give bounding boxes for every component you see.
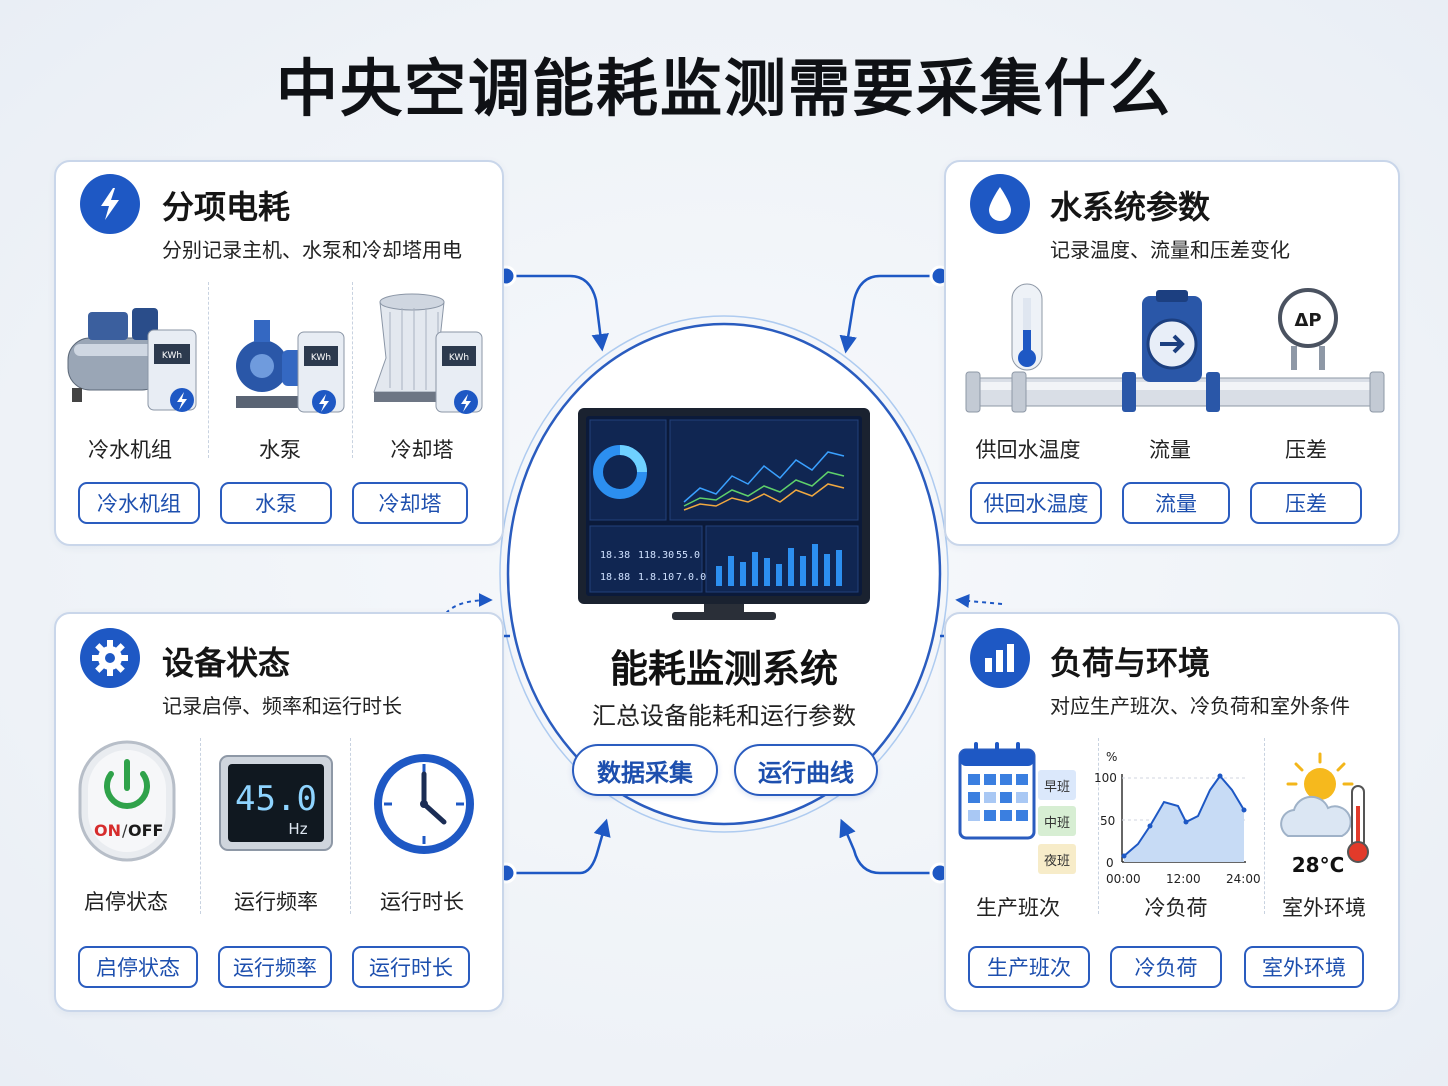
calendar-icon (958, 742, 1036, 840)
panel-title: 分项电耗 (162, 188, 291, 226)
item-label: 室外环境 (1282, 896, 1366, 920)
cooling-load-chart (1121, 773, 1247, 863)
tag-flow[interactable]: 流量 (1122, 482, 1230, 524)
cooling-tower-icon: KWh (373, 293, 483, 414)
chart-x-tick: 00:00 (1106, 872, 1141, 886)
tag-on-off-status[interactable]: 启停状态 (78, 946, 198, 988)
svg-text:/: / (122, 821, 128, 840)
item-label: 运行频率 (234, 890, 318, 914)
monitor-stat: 18.38 (600, 550, 630, 561)
panel-subtitle: 记录启停、频率和运行时长 (162, 694, 402, 718)
shift-middle: 中班 (1038, 806, 1076, 836)
shift-night: 夜班 (1038, 844, 1076, 874)
svg-text:KWh: KWh (311, 353, 331, 363)
page-title: 中央空调能耗监测需要采集什么 (275, 52, 1172, 125)
monitor-stat: 7.0.0 (676, 572, 706, 583)
monitor-stat: 55.0 (676, 550, 700, 561)
tag-supply-return-temp[interactable]: 供回水温度 (970, 482, 1102, 524)
weather-icon: 28°C (1280, 752, 1369, 877)
item-label: 水泵 (259, 438, 301, 462)
item-label: 冷水机组 (88, 438, 172, 462)
panel-subtitle: 记录温度、流量和压差变化 (1050, 238, 1290, 262)
item-label: 冷负荷 (1144, 896, 1208, 920)
svg-text:45.0: 45.0 (235, 779, 317, 819)
item-label: 压差 (1285, 438, 1327, 462)
panel-subtitle: 对应生产班次、冷负荷和室外条件 (1050, 694, 1350, 718)
item-label: 供回水温度 (975, 438, 1081, 462)
svg-text:KWh: KWh (449, 353, 469, 363)
gear-icon (80, 628, 140, 688)
monitor-stat: 18.88 (600, 572, 630, 583)
clock-icon (374, 754, 474, 854)
power-button-icon: ON / OFF (78, 740, 176, 862)
svg-text:ON: ON (94, 821, 121, 840)
tag-run-frequency[interactable]: 运行频率 (218, 946, 332, 988)
chart-x-tick: 12:00 (1166, 872, 1201, 886)
chart-y-tick: 0 (1106, 856, 1114, 870)
tag-pump[interactable]: 水泵 (220, 482, 332, 524)
run-curve-button[interactable]: 运行曲线 (734, 744, 878, 796)
item-label: 流量 (1149, 438, 1191, 462)
chiller-icon: KWh (67, 308, 197, 412)
chart-y-tick: 100 (1094, 771, 1117, 785)
bar-chart-icon (970, 628, 1030, 688)
panel-subtitle: 分别记录主机、水泵和冷却塔用电 (162, 238, 462, 262)
tag-cooling-load[interactable]: 冷负荷 (1110, 946, 1222, 988)
monitor-illustration: 18.38 118.30 55.0 18.88 1.8.10 7.0.0 (578, 408, 870, 620)
tag-chiller[interactable]: 冷水机组 (78, 482, 200, 524)
item-label: 冷却塔 (390, 438, 454, 462)
shift-morning: 早班 (1038, 770, 1076, 800)
center-title: 能耗监测系统 (609, 647, 838, 691)
svg-text:OFF: OFF (128, 821, 163, 840)
tag-production-shift[interactable]: 生产班次 (968, 946, 1090, 988)
center-subtitle: 汇总设备能耗和运行参数 (592, 702, 856, 730)
water-drop-icon (970, 174, 1030, 234)
monitor-stat: 118.30 (638, 550, 674, 561)
item-label: 启停状态 (84, 890, 168, 914)
pump-icon: KWh (236, 320, 345, 414)
chart-y-unit: % (1106, 750, 1118, 764)
chart-y-tick: 50 (1100, 814, 1116, 828)
tag-cooling-tower[interactable]: 冷却塔 (352, 482, 468, 524)
svg-text:Hz: Hz (288, 820, 307, 838)
svg-text:ΔP: ΔP (1294, 310, 1321, 331)
panel-title: 设备状态 (162, 644, 291, 682)
svg-text:28°C: 28°C (1292, 853, 1345, 877)
pipe-illustration: ΔP (965, 283, 1385, 413)
tag-pressure-diff[interactable]: 压差 (1250, 482, 1362, 524)
frequency-display-icon: 45.0 Hz (219, 755, 333, 851)
monitor-stat: 1.8.10 (638, 572, 674, 583)
panel-title: 负荷与环境 (1050, 644, 1211, 682)
data-collection-button[interactable]: 数据采集 (572, 744, 718, 796)
item-label: 运行时长 (380, 890, 464, 914)
tag-outdoor-environment[interactable]: 室外环境 (1244, 946, 1364, 988)
item-label: 生产班次 (976, 896, 1060, 920)
lightning-icon (80, 174, 140, 234)
tag-run-duration[interactable]: 运行时长 (352, 946, 470, 988)
svg-text:KWh: KWh (162, 351, 182, 361)
chart-x-tick: 24:00 (1226, 872, 1261, 886)
panel-title: 水系统参数 (1050, 188, 1211, 226)
